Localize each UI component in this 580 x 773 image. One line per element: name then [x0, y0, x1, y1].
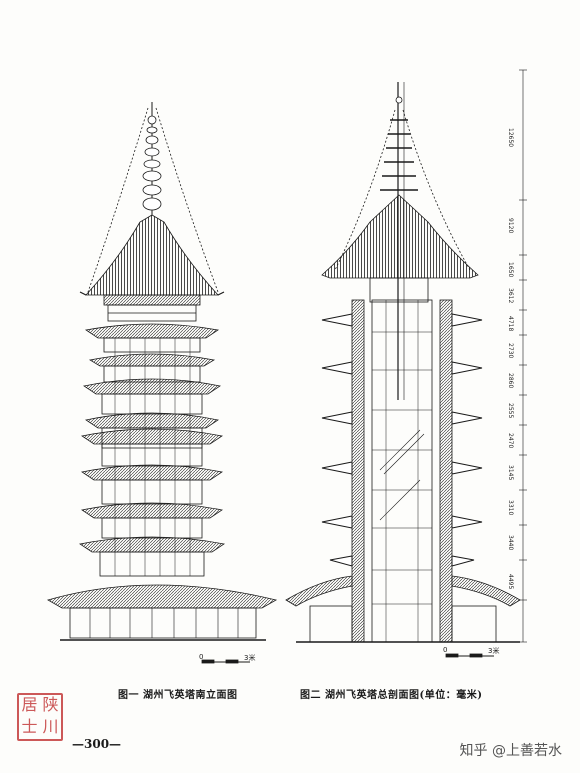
dimension-label: 3612 [507, 288, 514, 304]
figure1-caption: 图一 湖州飞英塔南立面图 [118, 690, 238, 701]
dimension-label: 9120 [507, 218, 514, 234]
elevation-drawing [46, 102, 278, 664]
watermark: 知乎 @上善若水 [459, 743, 562, 759]
section-drawing [285, 69, 527, 658]
dimension-label: 2470 [507, 433, 514, 449]
scale-zero-label: 0 [199, 653, 204, 661]
dimension-label: 2555 [507, 403, 514, 419]
seal-char: 士 [21, 717, 38, 736]
page-number: —300— [72, 737, 122, 751]
seal-char: 川 [42, 717, 59, 736]
dimension-label: 12650 [507, 128, 514, 148]
red-seal-stamp: 居 陕 士 川 [17, 693, 63, 741]
dimension-label: 1650 [507, 262, 514, 278]
dimension-label: 2730 [507, 343, 514, 359]
figure2-caption: 图二 湖州飞英塔总剖面图(单位：毫米) [300, 690, 483, 701]
scale-end-label: 3米 [244, 654, 256, 662]
dimension-label: 4718 [507, 316, 514, 332]
dimension-label: 3145 [507, 465, 514, 481]
scale-zero-label: 0 [443, 646, 448, 654]
dimension-label: 3310 [507, 500, 514, 516]
seal-char: 居 [21, 695, 38, 714]
dimension-label: 2860 [507, 373, 514, 389]
seal-char: 陕 [42, 695, 59, 714]
scale-end-label: 3米 [488, 647, 500, 655]
dimension-label: 3440 [507, 535, 514, 551]
dimension-label: 4495 [507, 574, 514, 590]
